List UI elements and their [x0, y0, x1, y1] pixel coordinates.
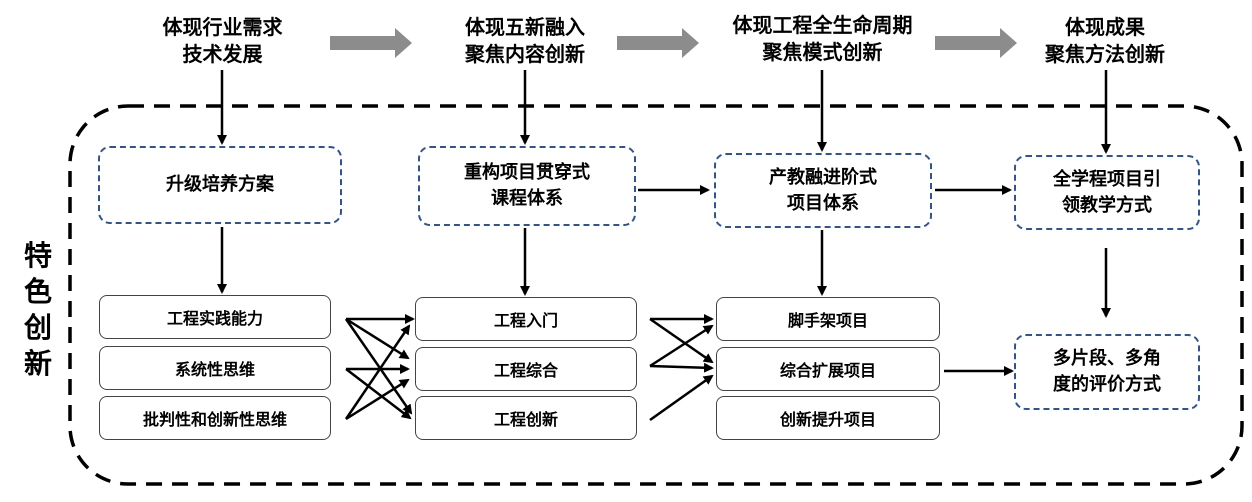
cross-1-3	[344, 318, 413, 415]
box-engineering-innovation-label: 工程创新	[493, 410, 558, 429]
box-extension-project-label: 综合扩展项目	[779, 361, 876, 380]
box-systematic-thinking-label: 系统性思维	[174, 360, 255, 379]
box-engineering-practice: 工程实践能力	[99, 295, 331, 339]
box-engineering-synthesis: 工程综合	[415, 347, 637, 391]
top-label-4: 体现成果 聚焦方法创新	[1030, 14, 1180, 68]
box-critical-creative-thinking: 批判性和创新性思维	[99, 396, 331, 440]
box-scaffold-project: 脚手架项目	[716, 297, 940, 341]
box-engineering-intro-label: 工程入门	[493, 311, 558, 330]
top-label-2: 体现五新融入 聚焦内容创新	[440, 14, 610, 68]
top-label-1: 体现行业需求 技术发展	[150, 14, 295, 68]
box-course-system-line1: 重构项目贯穿式	[464, 162, 590, 183]
gray-arrow-1	[330, 28, 412, 58]
cross-b-1-2	[649, 317, 714, 364]
box-engineering-practice-label: 工程实践能力	[166, 309, 263, 328]
box-engineering-synthesis-label: 工程综合	[493, 361, 558, 380]
box-evaluation-method-line1: 多片段、多角	[1053, 348, 1161, 369]
outer-dashed-frame	[68, 104, 1244, 486]
box-evaluation-method: 多片段、多角 度的评价方式	[1014, 334, 1200, 410]
top-label-3: 体现工程全生命周期 聚焦模式创新	[705, 12, 940, 66]
box-upgrade-plan: 升级培养方案	[98, 146, 342, 224]
cross-b-3-2	[649, 374, 714, 422]
top-label-4-line2: 聚焦方法创新	[1045, 42, 1165, 66]
box-innovation-project-label: 创新提升项目	[779, 410, 876, 429]
cross-3-1	[344, 324, 411, 420]
box-extension-project: 综合扩展项目	[716, 347, 940, 391]
box-engineering-intro: 工程入门	[415, 297, 637, 341]
gray-arrow-3	[935, 28, 1017, 58]
side-char-1: 特	[23, 239, 52, 272]
top-label-2-line2: 聚焦内容创新	[465, 42, 585, 66]
box-course-system: 重构项目贯穿式 课程体系	[418, 146, 636, 226]
box-teaching-method-line2: 领教学方式	[1062, 194, 1152, 216]
box-teaching-method: 全学程项目引 领教学方式	[1014, 155, 1200, 230]
box-evaluation-method-line2: 度的评价方式	[1053, 374, 1161, 395]
top-label-4-line1: 体现成果	[1065, 15, 1145, 39]
cross-2-3	[345, 368, 412, 420]
top-label-3-line1: 体现工程全生命周期	[732, 13, 913, 37]
cross-b-2-2	[649, 362, 714, 373]
box-teaching-method-line1: 全学程项目引	[1053, 168, 1161, 190]
box-critical-creative-thinking-label: 批判性和创新性思维	[142, 410, 287, 429]
box-project-system-line1: 产教融进阶式	[769, 166, 877, 188]
top-label-1-line2: 技术发展	[182, 42, 263, 66]
box-systematic-thinking: 系统性思维	[99, 346, 331, 390]
side-label: 特 色 创 新	[18, 238, 58, 382]
gray-arrow-2	[617, 28, 699, 58]
cross-3-2	[345, 378, 410, 421]
top-label-1-line1: 体现行业需求	[162, 15, 283, 39]
box-project-system: 产教融进阶式 项目体系	[714, 153, 932, 228]
box-innovation-project: 创新提升项目	[716, 396, 940, 440]
top-label-3-line2: 聚焦模式创新	[762, 40, 883, 64]
box-course-system-line2: 课程体系	[491, 188, 563, 209]
side-char-3: 创	[23, 311, 52, 344]
cross-1-2	[345, 317, 410, 360]
side-char-2: 色	[23, 275, 52, 308]
top-label-2-line1: 体现五新融入	[465, 15, 585, 39]
side-char-4: 新	[23, 347, 52, 380]
box-upgrade-plan-line1: 升级培养方案	[166, 174, 274, 195]
box-project-system-line2: 项目体系	[787, 192, 859, 214]
cross-b-2-1	[649, 324, 714, 368]
box-scaffold-project-label: 脚手架项目	[787, 311, 868, 330]
box-engineering-innovation: 工程创新	[415, 396, 637, 440]
